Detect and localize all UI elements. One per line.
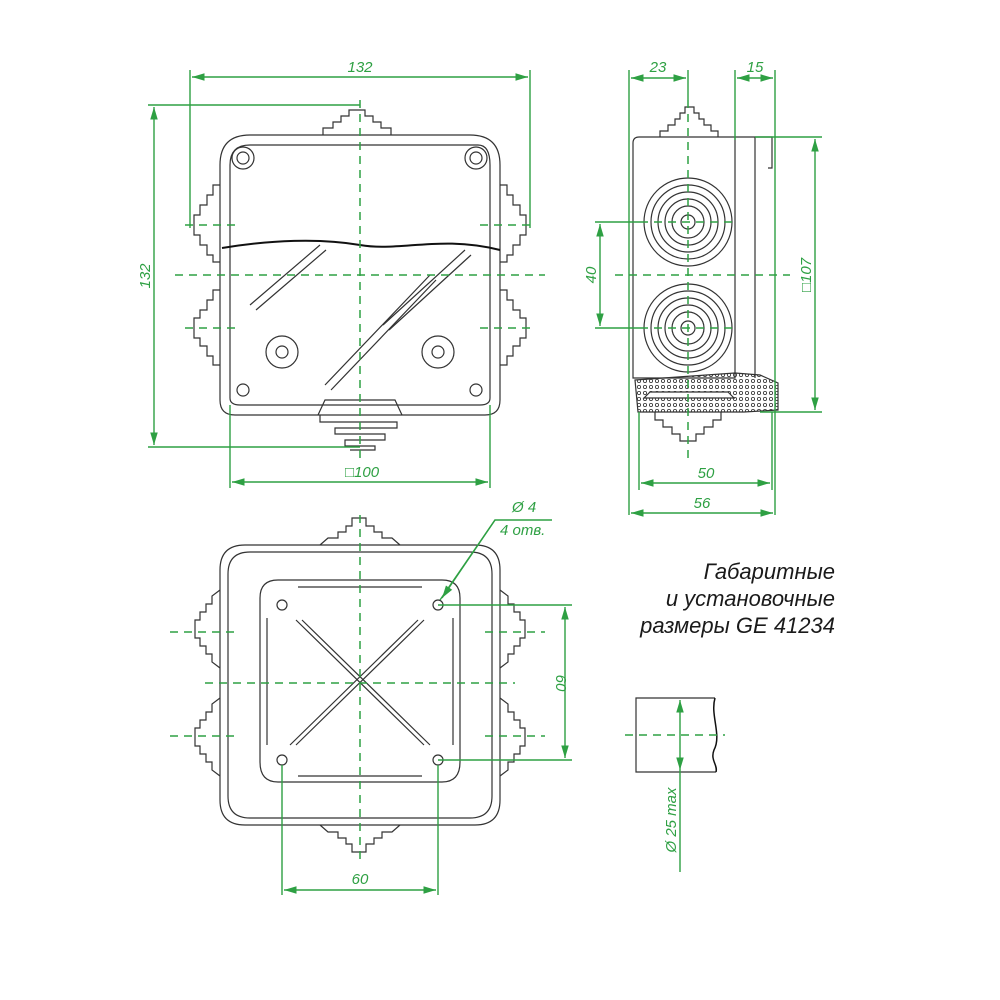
side-view-dimensions bbox=[595, 70, 822, 517]
bottom-view-centerlines bbox=[170, 515, 545, 860]
dim-depth-50: 50 bbox=[698, 465, 715, 482]
dim-gland-offset-23: 23 bbox=[649, 59, 667, 76]
side-view bbox=[632, 106, 779, 442]
dim-hole-spacing-x: 60 bbox=[352, 871, 369, 888]
bottom-view-dimensions bbox=[281, 519, 572, 895]
dim-width-132: 132 bbox=[347, 59, 373, 76]
dim-lid-15: 15 bbox=[747, 59, 764, 76]
dim-height-107: □107 bbox=[798, 257, 815, 292]
side-view-centerlines bbox=[615, 100, 790, 460]
dim-hole-diameter: Ø 4 bbox=[511, 499, 536, 516]
dim-body-100: □100 bbox=[345, 464, 380, 481]
title-line-3: размеры GE 41234 bbox=[640, 613, 835, 638]
dim-hole-spacing-y: 60 bbox=[552, 675, 569, 692]
dim-hole-count: 4 отв. bbox=[500, 522, 545, 539]
gland-detail bbox=[635, 697, 718, 773]
dim-depth-56: 56 bbox=[694, 495, 711, 512]
dim-height-132: 132 bbox=[137, 263, 154, 289]
title-line-1: Габаритные bbox=[703, 559, 835, 584]
dim-gland-spacing-40: 40 bbox=[583, 266, 600, 283]
dim-cable-diameter: Ø 25 max bbox=[663, 787, 680, 854]
front-view-centerlines bbox=[175, 100, 545, 460]
gland-detail-dimensions bbox=[625, 700, 725, 872]
drawing-title: Габаритные и установочные размеры GE 412… bbox=[640, 558, 835, 639]
front-view-dimensions bbox=[148, 70, 531, 488]
title-line-2: и установочные bbox=[665, 586, 835, 611]
